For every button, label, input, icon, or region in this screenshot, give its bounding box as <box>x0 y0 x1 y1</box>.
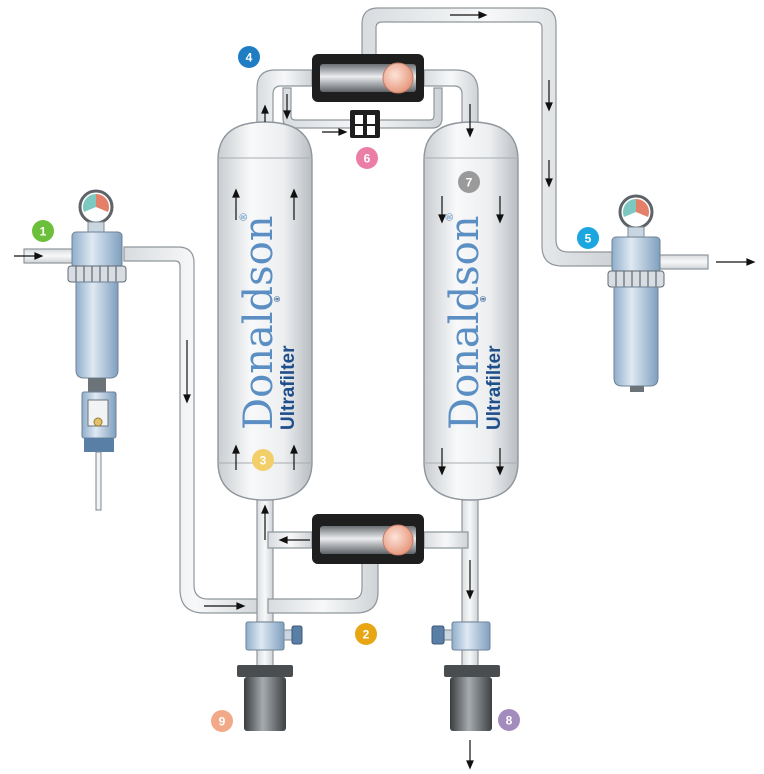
brand-registered: ® <box>445 212 456 222</box>
svg-text:7: 7 <box>466 176 473 190</box>
marker-1: 1 <box>32 220 54 242</box>
left-desiccant-tower: Donaldson Ultrafilter ® ® <box>217 121 313 501</box>
flow-arrows <box>14 11 756 770</box>
left-vessel-brand: Donaldson Ultrafilter ® ® <box>236 212 299 430</box>
brand-product: Ultrafilter <box>278 345 299 430</box>
marker-7: 7 <box>458 171 480 193</box>
upper-check-valve-block <box>312 54 424 102</box>
component-markers: 1 2 3 4 5 6 7 8 <box>32 46 599 732</box>
svg-text:4: 4 <box>246 51 253 65</box>
right-vessel-brand: Donaldson Ultrafilter ® ® <box>442 212 505 430</box>
inlet-prefilter <box>67 189 127 511</box>
brand-name: Donaldson <box>236 215 282 430</box>
marker-6: 6 <box>356 147 378 169</box>
piping <box>23 7 709 668</box>
right-exhaust-valve-muffler <box>431 621 500 731</box>
svg-text:1: 1 <box>40 225 47 239</box>
svg-text:2: 2 <box>363 628 370 642</box>
marker-5: 5 <box>577 227 599 249</box>
brand-product-registered: ® <box>479 296 488 302</box>
brand-product-registered: ® <box>273 296 282 302</box>
marker-2: 2 <box>355 623 377 645</box>
outlet-afterfilter <box>607 194 665 392</box>
marker-9: 9 <box>211 710 233 732</box>
svg-text:3: 3 <box>260 454 267 468</box>
left-exhaust-valve-muffler <box>237 621 303 731</box>
marker-3: 3 <box>252 449 274 471</box>
lower-switching-valve-block <box>312 514 424 564</box>
purge-orifice-valve <box>350 110 380 138</box>
brand-registered: ® <box>239 212 250 222</box>
svg-text:6: 6 <box>364 152 371 166</box>
svg-text:9: 9 <box>219 715 226 729</box>
brand-name: Donaldson <box>442 215 488 430</box>
marker-4: 4 <box>238 46 260 68</box>
brand-product: Ultrafilter <box>484 345 505 430</box>
right-desiccant-tower: Donaldson Ultrafilter ® ® <box>423 121 519 501</box>
svg-text:5: 5 <box>585 232 592 246</box>
svg-text:8: 8 <box>506 714 513 728</box>
marker-8: 8 <box>498 709 520 731</box>
